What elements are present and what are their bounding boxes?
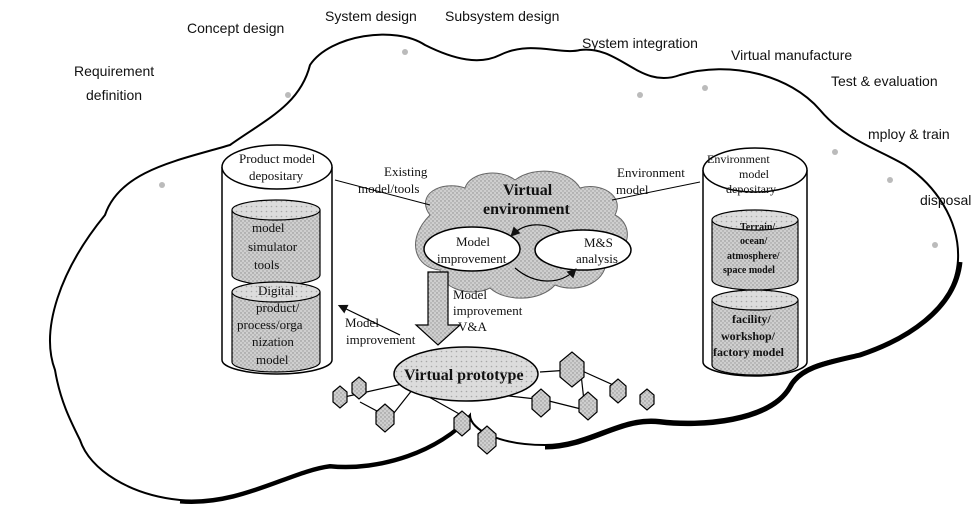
product-model-depositary: Product model depositary model simulator… xyxy=(221,144,333,375)
product-db2-line2: product/ xyxy=(256,300,300,315)
virtual-prototype-label: Virtual prototype xyxy=(404,367,524,384)
lifecycle-cloud-shadow xyxy=(544,261,963,450)
phase-system: System design xyxy=(325,8,417,24)
env-db1-line4: space model xyxy=(723,265,775,276)
lifecycle-cloud-shadow-2 xyxy=(179,416,472,504)
phase-subsystem: Subsystem design xyxy=(445,8,559,24)
environment-model-label-2: model xyxy=(616,182,649,197)
left-improvement-label: Model xyxy=(345,315,379,330)
lifecycle-markers xyxy=(159,49,938,248)
vv-label-2: improvement xyxy=(453,303,523,318)
virtual-environment-title-2: environment xyxy=(483,201,570,218)
existing-model-label: Existing xyxy=(384,164,428,179)
ms-analysis-label-2: analysis xyxy=(576,251,618,266)
ms-analysis-label: M&S xyxy=(584,235,613,250)
env-depositary-title-1: Environment xyxy=(707,152,770,166)
vv-label-1: Model xyxy=(453,287,487,302)
product-db2-line1: Digital xyxy=(258,283,294,298)
product-db1-line3: tools xyxy=(254,257,279,272)
virtual-prototype: Virtual prototype xyxy=(393,346,539,402)
product-db1-line1: model xyxy=(252,220,285,235)
phase-disposal: disposal xyxy=(920,192,971,208)
existing-model-label-2: model/tools xyxy=(358,181,419,196)
product-db2-line4: nization xyxy=(252,334,294,349)
env-db2-line1: facility/ xyxy=(732,312,771,326)
left-improvement-arrow xyxy=(337,304,401,336)
left-improvement-label-2: improvement xyxy=(346,332,416,347)
env-db2-line2: workshop/ xyxy=(721,329,776,343)
phase-manufacture: Virtual manufacture xyxy=(731,47,852,63)
env-db1-line2: ocean/ xyxy=(740,236,767,247)
virtual-environment-cloud: Virtual environment Model improvement M&… xyxy=(415,170,632,299)
model-improvement-ellipse-label: Model xyxy=(456,234,490,249)
phase-employ: mploy & train xyxy=(868,126,950,142)
existing-model-connector xyxy=(334,179,431,206)
env-depositary-title-3: depositary xyxy=(726,182,776,196)
phase-concept: Concept design xyxy=(187,20,284,36)
environment-model-depositary: Environment model depositary Terrain/ oc… xyxy=(702,147,808,377)
product-db1-line2: simulator xyxy=(248,239,298,254)
env-depositary-title-2: model xyxy=(739,167,770,181)
vv-label-3: V&A xyxy=(458,319,488,334)
env-db2-line3: factory model xyxy=(713,345,785,359)
environment-model-label: Environment xyxy=(617,165,685,180)
phase-test: Test & evaluation xyxy=(831,73,938,89)
product-depositary-title-2: depositary xyxy=(249,168,304,183)
phase-requirement-2: definition xyxy=(86,87,142,103)
product-depositary-title: Product model xyxy=(239,151,316,166)
environment-model-connector xyxy=(611,181,701,201)
product-db2-line5: model xyxy=(256,352,289,367)
phase-integration: System integration xyxy=(582,35,698,51)
phase-requirement: Requirement xyxy=(74,63,154,79)
product-db2-line3: process/orga xyxy=(237,317,303,332)
env-db1-line3: atmosphere/ xyxy=(727,251,780,262)
model-improvement-ellipse-label-2: improvement xyxy=(437,251,507,266)
prototype-network xyxy=(332,351,655,455)
vv-down-arrow xyxy=(414,271,462,346)
virtual-environment-title: Virtual xyxy=(503,182,553,199)
env-db1-line1: Terrain/ xyxy=(740,222,775,233)
